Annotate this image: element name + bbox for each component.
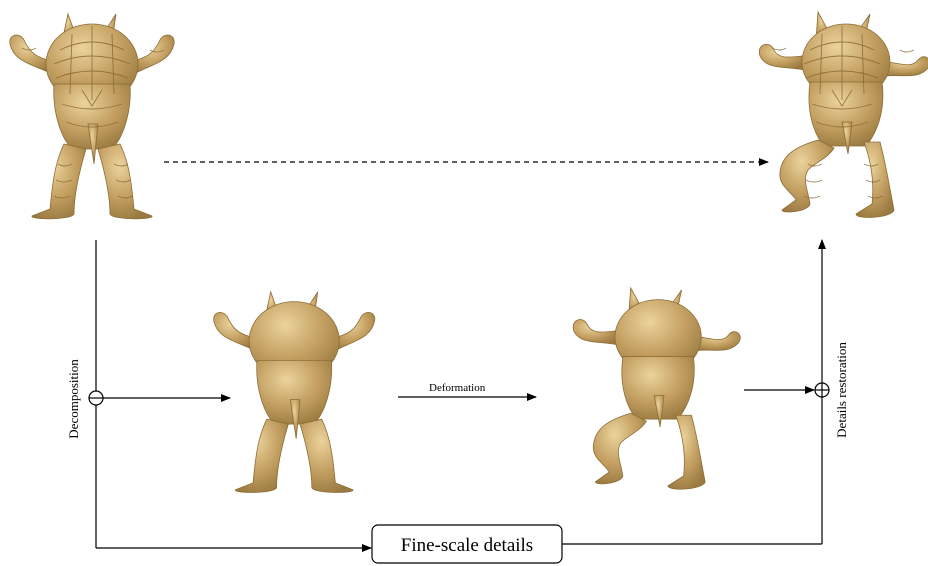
deformed-detailed-mesh [759,12,928,217]
deformation-label: Deformation [429,382,486,394]
fine-scale-details-box: Fine-scale details [372,525,562,563]
restoration-operator [815,383,829,397]
decomposition-operator [89,391,103,405]
deformed-smooth-mesh [573,288,740,489]
details-restoration-label: Details restoration [834,342,849,438]
decomposition-label: Decomposition [66,359,81,439]
original-detailed-mesh [10,14,174,219]
fine-scale-details-label: Fine-scale details [401,535,533,556]
smooth-base-mesh [214,292,375,493]
